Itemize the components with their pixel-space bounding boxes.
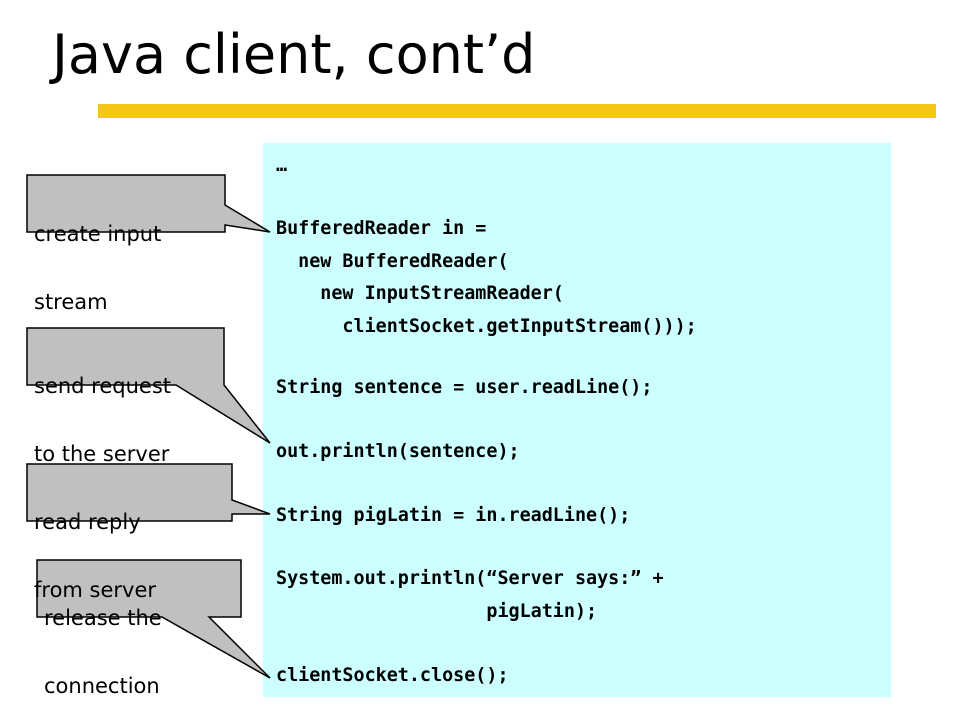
code-line-send-sentence: out.println(sentence); xyxy=(276,441,520,462)
code-panel xyxy=(263,143,891,697)
code-line-new-input-stream-reader: new InputStreamReader( xyxy=(276,283,564,304)
callout-send-request xyxy=(26,327,271,444)
code-line-print-reply: System.out.println(“Server says:” + xyxy=(276,568,664,589)
callout-create-input-stream xyxy=(26,174,271,233)
slide-title: Java client, cont’d xyxy=(52,23,536,86)
code-line-new-buffered-reader: new BufferedReader( xyxy=(276,251,509,272)
code-line-reader-decl: BufferedReader in = xyxy=(276,218,487,239)
callout-send-request-label: send request to the server xyxy=(34,374,172,467)
callout-create-input-stream-label: create input stream xyxy=(34,222,162,315)
code-line-ellipsis: … xyxy=(276,155,288,176)
code-line-read-sentence: String sentence = user.readLine(); xyxy=(276,377,653,398)
callout-release-connection-label: release the connection xyxy=(44,606,162,699)
callout-read-reply xyxy=(26,463,271,522)
callout-release-connection xyxy=(36,559,271,679)
callout-read-reply-label: read reply from server xyxy=(34,510,157,603)
code-line-get-input-stream: clientSocket.getInputStream())); xyxy=(276,316,697,337)
code-line-close-socket: clientSocket.close(); xyxy=(276,665,509,686)
title-accent-rule xyxy=(98,104,936,118)
code-line-read-reply: String pigLatin = in.readLine(); xyxy=(276,505,631,526)
code-line-print-reply-continued: pigLatin); xyxy=(276,601,598,622)
